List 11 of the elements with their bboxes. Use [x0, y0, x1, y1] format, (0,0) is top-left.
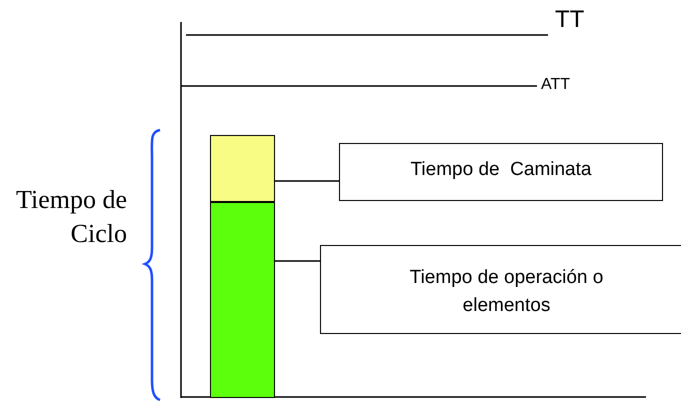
leader-line: [275, 180, 339, 182]
brace-label: Tiempo de Ciclo: [15, 184, 127, 250]
operation-time-bar-segment: [210, 202, 275, 398]
label-box: [339, 143, 663, 201]
walking-time-bar-segment: [210, 135, 275, 202]
box-label: Tiempo de operación o elementos: [408, 266, 604, 318]
label-box: [320, 245, 681, 334]
leader-line: [275, 260, 320, 262]
reference-label: TT: [555, 6, 584, 34]
reference-label: ATT: [541, 76, 570, 94]
box-label: Tiempo de Caminata: [410, 158, 592, 182]
